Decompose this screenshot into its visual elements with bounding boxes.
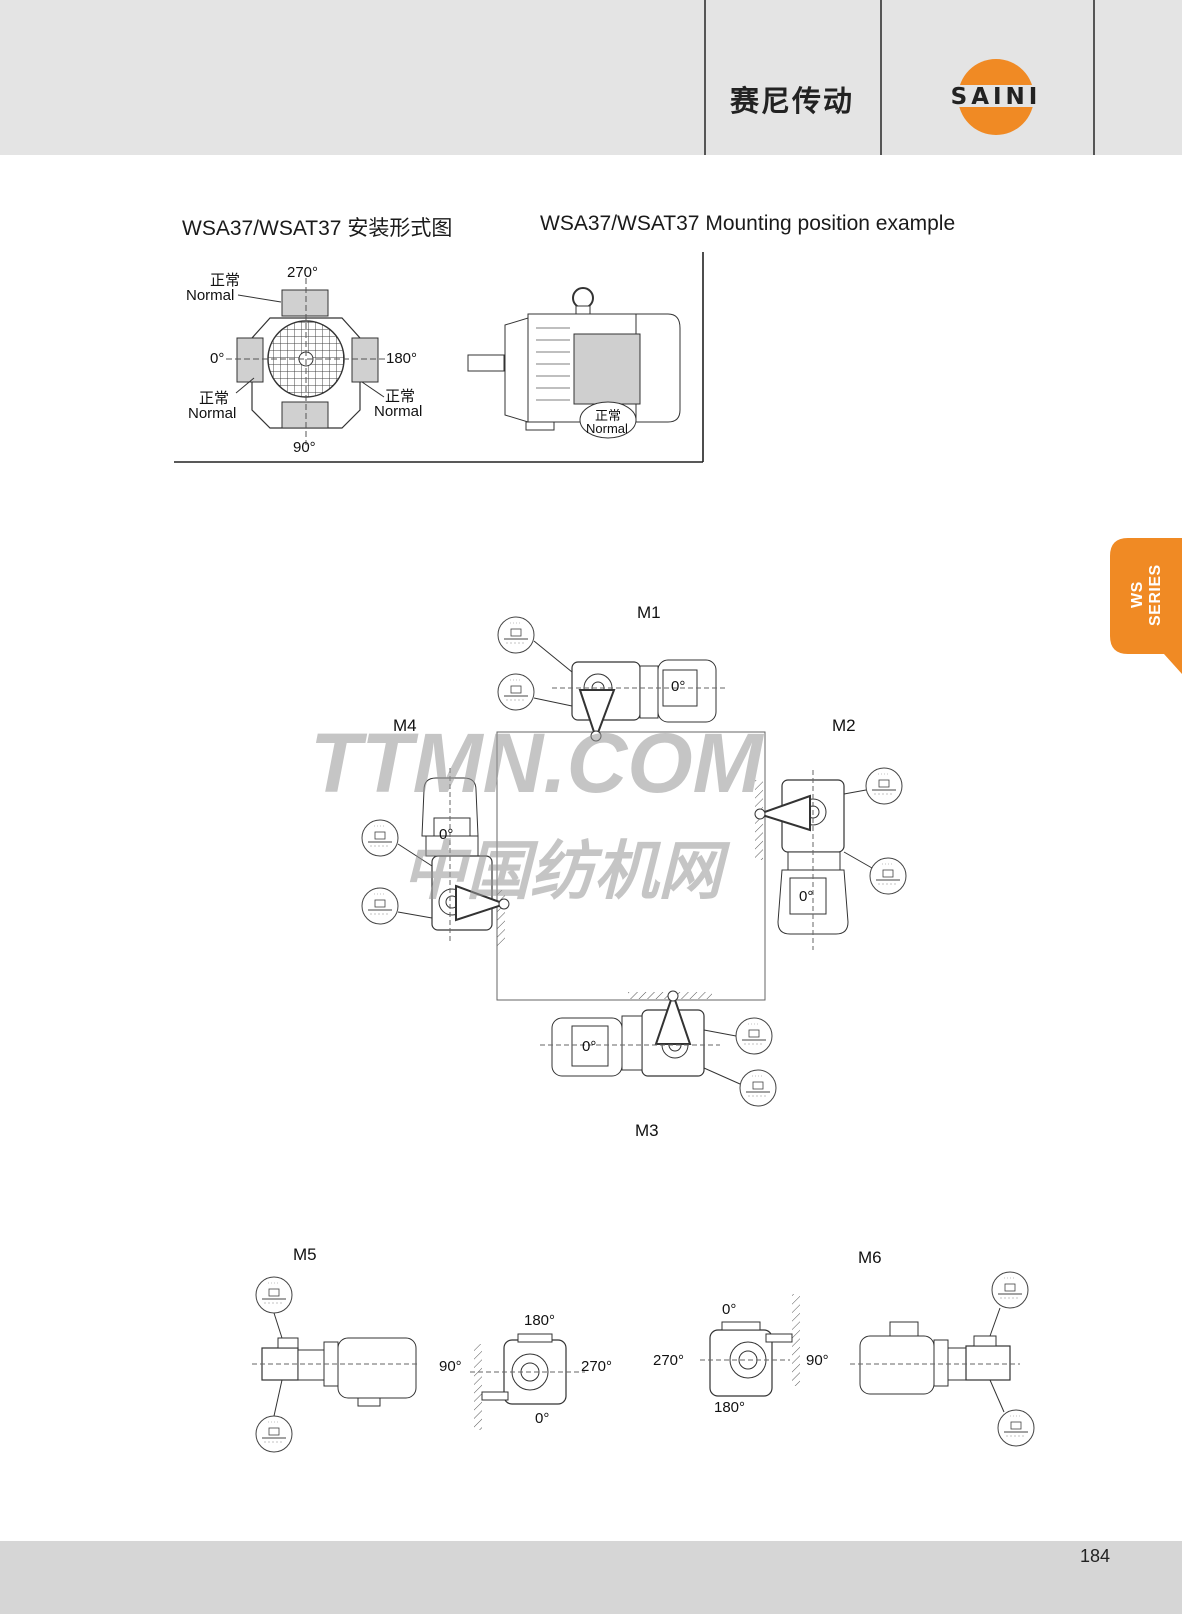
header-divider (1093, 0, 1095, 155)
m6-angle-top: 0° (722, 1301, 737, 1318)
m6-angle-left: 270° (653, 1352, 685, 1369)
angle-90-label: 90° (293, 439, 316, 456)
side-tab (1110, 538, 1182, 674)
section-title-en: WSA37/WSAT37 Mounting position example (540, 212, 956, 235)
normal-cn-label: 正常 (385, 388, 416, 405)
m1-drawing (497, 616, 728, 742)
position-m5-label: M5 (293, 1245, 317, 1264)
m3-zero-label: 0° (582, 1038, 597, 1055)
angle-180-label: 180° (386, 350, 418, 367)
position-m4-label: M4 (393, 716, 417, 735)
m4-drawing (361, 768, 510, 946)
m5-end-view (470, 1333, 585, 1430)
m6-end-view (700, 1294, 800, 1397)
m6-angle-right: 90° (806, 1352, 829, 1369)
m3-drawing (540, 990, 777, 1107)
normal-en-label: Normal (374, 403, 423, 420)
m1-zero-label: 0° (671, 678, 686, 695)
normal-cn-label: 正常 (199, 390, 230, 407)
position-m3-label: M3 (635, 1121, 659, 1140)
header-divider (880, 0, 882, 155)
m6-drawing (850, 1271, 1035, 1447)
terminal-box-rear-view (226, 278, 388, 445)
normal-cn-label: 正常 (210, 272, 241, 289)
section-title-cn: WSA37/WSAT37 安装形式图 (182, 217, 453, 240)
header-divider (704, 0, 706, 155)
page-number: 184 (1080, 1546, 1111, 1566)
m5-angle-bottom: 0° (535, 1410, 550, 1427)
watermark-text-cn: 中国纺机网 (402, 835, 722, 907)
m2-drawing (754, 767, 907, 950)
m5-angle-left: 90° (439, 1358, 462, 1375)
m5-drawing (252, 1276, 420, 1453)
m4-zero-label: 0° (439, 826, 454, 843)
normal-en-label: Normal (188, 405, 237, 422)
angle-270-label: 270° (287, 264, 319, 281)
position-m1-label: M1 (637, 603, 661, 622)
m5-angle-top: 180° (524, 1312, 556, 1329)
position-m2-label: M2 (832, 716, 856, 735)
m5-angle-right: 270° (581, 1358, 613, 1375)
normal-en-label: Normal (586, 421, 628, 436)
m2-zero-label: 0° (799, 888, 814, 905)
motor-side-view (467, 287, 681, 439)
svg-text:SAINI: SAINI (951, 84, 1042, 110)
brand-name: 赛尼传动 (730, 86, 855, 118)
normal-cn-label: 正常 (595, 408, 622, 423)
watermark-text: TTMN.COM (310, 716, 763, 810)
angle-0-label: 0° (210, 350, 225, 367)
normal-en-label: Normal (186, 287, 235, 304)
position-m6-label: M6 (858, 1248, 882, 1267)
saini-logo: SAINI (928, 59, 1064, 135)
m6-angle-bottom: 180° (714, 1399, 746, 1416)
page-footer (0, 1541, 1182, 1614)
